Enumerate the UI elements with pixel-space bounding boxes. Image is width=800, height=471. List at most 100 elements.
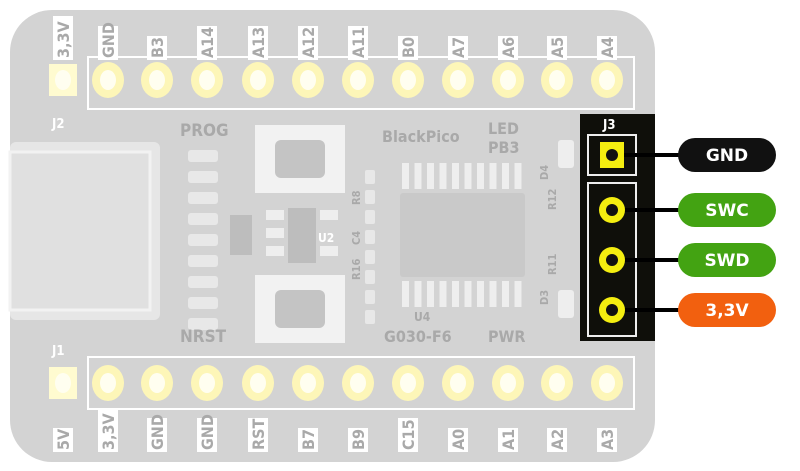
pin-label-box bbox=[98, 408, 118, 452]
header-pin-top-3[interactable]: A14 bbox=[191, 26, 223, 98]
pin-label: A4 bbox=[598, 37, 617, 58]
pin-label-box bbox=[147, 418, 167, 452]
pin-label-box bbox=[348, 26, 368, 60]
pin-label-box bbox=[597, 36, 617, 60]
nrst-label: NRST bbox=[180, 327, 227, 347]
d4-led bbox=[558, 140, 574, 168]
pin-label: A13 bbox=[249, 27, 268, 58]
pin-label: 5V bbox=[54, 428, 73, 450]
header-pin-bottom-0[interactable]: 5V bbox=[49, 367, 77, 452]
pin-label: A12 bbox=[299, 27, 318, 58]
pin-label-box bbox=[498, 36, 518, 60]
prog-label: PROG bbox=[180, 121, 229, 141]
header-pin-top-2[interactable]: B3 bbox=[141, 36, 173, 98]
passive-components bbox=[188, 150, 375, 330]
pin-label: GND bbox=[198, 414, 217, 450]
header-pin-top-5[interactable]: A12 bbox=[292, 26, 324, 98]
prog-button bbox=[255, 125, 345, 193]
header-pin-top-8[interactable]: A7 bbox=[442, 36, 474, 98]
header-pin-bottom-5[interactable]: B7 bbox=[292, 365, 324, 452]
pin-label-box bbox=[197, 418, 217, 452]
pin-callout-label: GND bbox=[706, 146, 748, 166]
r11-label: R11 bbox=[546, 253, 559, 275]
pin-label: 3,3V bbox=[99, 413, 118, 451]
pin-label-box bbox=[448, 428, 468, 452]
pin-label-box bbox=[498, 428, 518, 452]
pin-label: A5 bbox=[548, 37, 567, 58]
pin-label: RST bbox=[249, 419, 268, 450]
d3-led bbox=[558, 290, 574, 318]
header-pin-top-7[interactable]: B0 bbox=[392, 36, 424, 98]
u4-mcu-chip bbox=[400, 163, 525, 307]
d3-label: D3 bbox=[538, 290, 551, 305]
r16-label: R16 bbox=[350, 258, 363, 280]
header-pin-top-6[interactable]: A11 bbox=[342, 26, 374, 98]
pin-label-box bbox=[348, 428, 368, 452]
usb-c-connector bbox=[8, 142, 160, 320]
j3-label: J3 bbox=[602, 118, 616, 133]
header-pin-bottom-11[interactable]: A3 bbox=[591, 365, 623, 452]
header-pin-bottom-7[interactable]: C15 bbox=[392, 365, 424, 452]
pin-label-box bbox=[597, 428, 617, 452]
swd-pin-swd[interactable]: SWD bbox=[599, 243, 776, 277]
pin-label: B3 bbox=[148, 37, 167, 58]
pin-label-box bbox=[53, 16, 73, 60]
pin-callout-label: SWC bbox=[705, 201, 748, 221]
pin-headers: 3,3V GND B3 A14 A13 A12 A11 B0 A7 A6 A5 A4 5V 3,3V GND… bbox=[49, 16, 623, 452]
pin-callout-pill bbox=[678, 293, 776, 327]
header-pin-bottom-4[interactable]: RST bbox=[242, 365, 274, 452]
pin-label-box bbox=[298, 428, 318, 452]
pcb-board bbox=[10, 10, 655, 462]
header-pin-bottom-8[interactable]: A0 bbox=[442, 365, 474, 452]
pin-label-box bbox=[547, 428, 567, 452]
pin-label-box bbox=[248, 418, 268, 452]
header-pin-bottom-2[interactable]: GND bbox=[141, 365, 173, 452]
pin-label-box bbox=[53, 428, 73, 452]
pin-label: B7 bbox=[299, 429, 318, 450]
header-pin-bottom-1[interactable]: 3,3V bbox=[92, 365, 124, 452]
pin-label: A11 bbox=[349, 27, 368, 58]
header-pin-bottom-6[interactable]: B9 bbox=[342, 365, 374, 452]
pin-callout-pill bbox=[678, 138, 776, 172]
nrst-button bbox=[255, 275, 345, 343]
pin-label-box bbox=[398, 36, 418, 60]
header-pin-bottom-9[interactable]: A1 bbox=[492, 365, 524, 452]
swd-pin-gnd[interactable]: GND bbox=[600, 138, 776, 172]
header-pin-top-4[interactable]: A13 bbox=[242, 26, 274, 98]
pin-callout-pill bbox=[678, 193, 776, 227]
header-pin-top-11[interactable]: A4 bbox=[591, 36, 623, 98]
bottom-header-outline bbox=[87, 356, 635, 410]
header-pin-top-0[interactable]: 3,3V bbox=[49, 16, 77, 96]
header-pin-top-1[interactable]: GND bbox=[92, 22, 124, 98]
r12-label: R12 bbox=[546, 188, 559, 210]
header-pin-top-10[interactable]: A5 bbox=[541, 36, 573, 98]
r8-label: R8 bbox=[350, 190, 363, 205]
header-pin-bottom-10[interactable]: A2 bbox=[541, 365, 573, 452]
c4-label: C4 bbox=[350, 231, 363, 245]
led-label: LED bbox=[488, 119, 519, 138]
u4-label: U4 bbox=[414, 310, 431, 324]
pin-label: A14 bbox=[198, 27, 217, 58]
pin-label: GND bbox=[148, 414, 167, 450]
swd-callouts: GND SWC SWD 3,3V bbox=[599, 138, 776, 327]
pin-label: A3 bbox=[598, 429, 617, 450]
header-pin-bottom-3[interactable]: GND bbox=[191, 365, 223, 452]
pin-label-box bbox=[448, 36, 468, 60]
pin-label: 3,3V bbox=[54, 21, 73, 59]
board-name: BlackPico bbox=[382, 127, 460, 146]
header-pin-top-9[interactable]: A6 bbox=[492, 36, 524, 98]
d4-label: D4 bbox=[538, 165, 551, 180]
pin-label: A1 bbox=[499, 429, 518, 450]
pin-label-box bbox=[98, 26, 118, 60]
pin-callout-pill bbox=[678, 243, 776, 277]
pin-label-box bbox=[547, 36, 567, 60]
mcu-label: G030-F6 bbox=[384, 327, 452, 346]
swd-pin-3-3v[interactable]: 3,3V bbox=[599, 293, 776, 327]
u2-label: U2 bbox=[318, 231, 334, 245]
u2-chip bbox=[230, 208, 338, 263]
pin-label-box bbox=[197, 26, 217, 60]
pin-label: A0 bbox=[449, 429, 468, 450]
swd-pin-swc[interactable]: SWC bbox=[599, 193, 776, 227]
pin-label-box bbox=[298, 26, 318, 60]
